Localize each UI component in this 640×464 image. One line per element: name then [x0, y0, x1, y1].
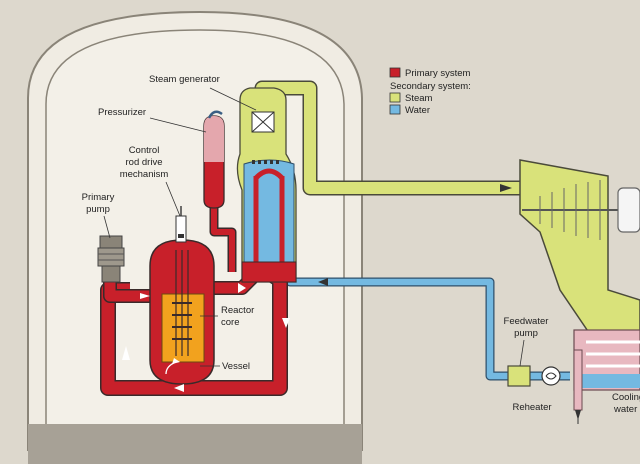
legend-steam: Steam	[405, 93, 433, 104]
pressurizer	[203, 110, 225, 209]
leader-steam-generator	[209, 87, 257, 111]
label-control-rod-3: mechanism	[120, 169, 169, 180]
legend-water: Water	[405, 105, 430, 116]
steam-flow-arrow	[500, 184, 512, 192]
feedwater-pump	[541, 366, 561, 386]
flow-arrow-cold-leg	[122, 346, 130, 360]
legend-primary: Primary system	[405, 68, 471, 79]
label-primary-pump-1: Primary	[82, 192, 115, 203]
generator	[617, 187, 640, 233]
label-pressurizer: Pressurizer	[98, 107, 146, 118]
steam-generator	[236, 87, 297, 283]
label-steam-generator: Steam generator	[149, 74, 220, 85]
primary-pump	[97, 235, 125, 283]
label-reactor-core-2: core	[221, 317, 239, 328]
legend-swatch-water	[389, 104, 401, 115]
containment-base	[28, 424, 362, 464]
leader-pressurizer	[149, 117, 207, 133]
label-control-rod-1: Control	[129, 145, 160, 156]
flow-arrows	[122, 283, 290, 392]
pressurizer-spray-icon	[207, 110, 223, 119]
condenser	[573, 329, 640, 424]
flow-arrow-bottom	[174, 384, 184, 392]
leader-control-rod	[165, 181, 181, 217]
label-reactor-core-1: Reactor	[221, 305, 254, 316]
leader-primary-pump	[103, 215, 111, 239]
label-cooling-water-2: water	[613, 404, 637, 415]
leader-feedwater-pump	[519, 339, 525, 367]
label-primary-pump-2: pump	[86, 204, 110, 215]
label-control-rod-2: rod drive	[126, 157, 163, 168]
flow-arrow-return	[282, 318, 290, 328]
condenser-water	[576, 374, 640, 388]
label-cooling-water-1: Cooling	[612, 392, 640, 403]
water-flow-arrow	[318, 278, 328, 286]
legend-swatch-steam	[389, 92, 401, 103]
leader-lines	[103, 87, 525, 367]
label-feedwater-pump-2: pump	[514, 328, 538, 339]
reheater	[507, 365, 531, 387]
label-reheater: Reheater	[512, 402, 551, 413]
legend-secondary-header: Secondary system:	[390, 81, 471, 92]
flow-arrow-hot-leg	[238, 283, 246, 293]
control-rod-drive	[175, 206, 187, 243]
reactor-vessel	[149, 239, 215, 385]
label-feedwater-pump-1: Feedwater	[504, 316, 549, 327]
legend-swatch-primary	[389, 67, 401, 78]
legend: Primary system Secondary system: Steam W…	[389, 67, 471, 116]
flow-arrow-inlet	[140, 293, 150, 299]
label-vessel: Vessel	[222, 361, 250, 372]
